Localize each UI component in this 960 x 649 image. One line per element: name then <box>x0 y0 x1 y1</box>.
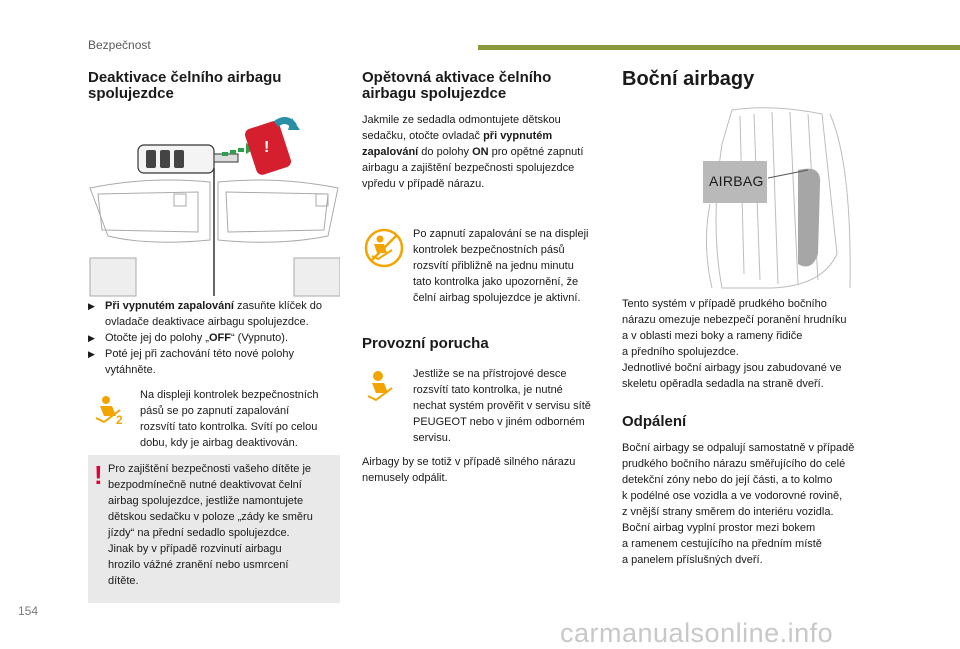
deployment-title: Odpálení <box>622 413 687 430</box>
fault-title: Provozní porucha <box>362 335 489 352</box>
on-indicator-text: Po zapnutí zapalování se na displeji kon… <box>413 228 589 304</box>
page-number: 154 <box>18 604 39 618</box>
side-airbags-text: Tento systém v případě prudkého bočního … <box>622 298 847 390</box>
reactivation-title: Opětovná aktivace čelního airbagu spoluj… <box>362 69 552 102</box>
seat-illustration <box>622 104 872 290</box>
deactivation-title: Deaktivace čelního airbagu spolujezdce <box>88 69 282 102</box>
step-item: ▶Otočte jej do polohy „OFF“ (Vypnuto). <box>88 332 289 344</box>
bullet-arrow-icon: ▶ <box>88 301 95 311</box>
bullet-arrow-icon: ▶ <box>88 349 95 359</box>
header-rule <box>478 45 960 50</box>
deployment-text: Boční airbagy se odpalují samostatně v p… <box>622 442 855 566</box>
deactivation-steps: ▶Při vypnutém zapalování zasuňte klíček … <box>88 298 340 378</box>
fault-note: Airbagy by se totiž v případě silného ná… <box>362 456 576 484</box>
airbag-label: AIRBAG <box>709 173 764 189</box>
bullet-arrow-icon: ▶ <box>88 333 95 343</box>
fault-text: Jestliže se na přístrojové desce rozsvít… <box>413 368 591 444</box>
airbag-switch-icon: ! <box>245 117 300 175</box>
airbag-fault-indicator-icon <box>366 368 400 402</box>
warning-box <box>88 455 340 603</box>
key-icon <box>137 144 239 174</box>
svg-text:2: 2 <box>116 413 123 426</box>
reactivation-text: Jakmile ze sedadla odmontujete dětskou s… <box>362 114 584 190</box>
airbag-on-indicator-icon <box>364 228 404 268</box>
off-indicator-text: Na displeji kontrolek bezpečnostních pás… <box>140 389 319 449</box>
step-item: ▶Při vypnutém zapalování zasuňte klíček … <box>88 300 323 328</box>
airbag-off-indicator-icon: 2 <box>94 392 128 426</box>
step-item: ▶Poté jej při zachování této nové polohy… <box>88 348 294 376</box>
side-airbags-title: Boční airbagy <box>622 68 755 90</box>
warning-text: Pro zajištění bezpečnosti vašeho dítěte … <box>108 463 313 587</box>
airbag-label-box <box>703 161 767 203</box>
dashboard-key-illustration: ! <box>88 110 340 298</box>
svg-text:!: ! <box>264 139 269 156</box>
section-label: Bezpečnost <box>88 38 151 52</box>
watermark: carmanualsonline.info <box>560 618 834 648</box>
warning-exclamation-icon: ! <box>94 460 103 490</box>
